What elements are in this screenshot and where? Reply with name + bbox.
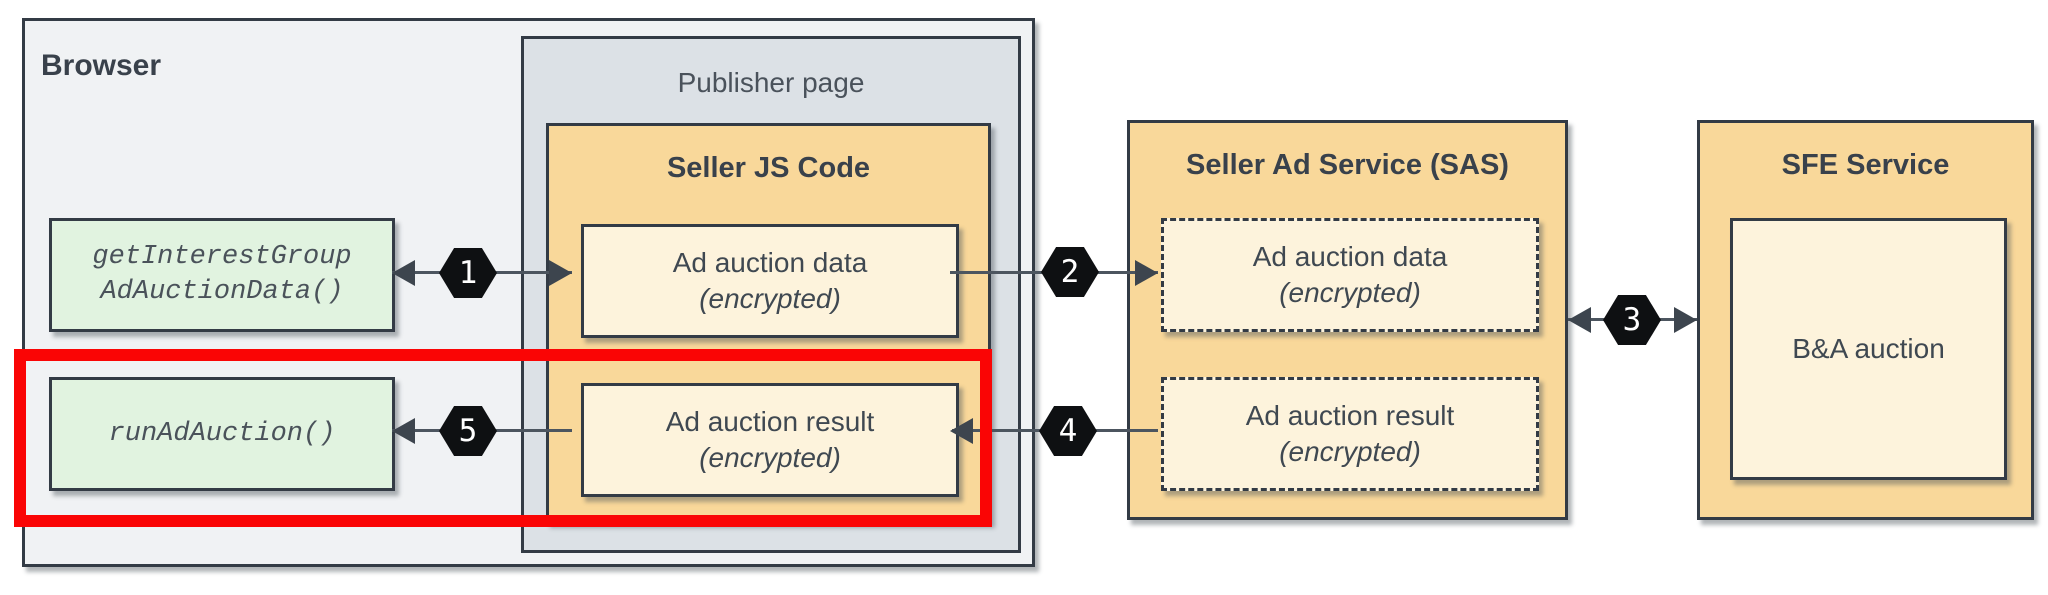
step-5-number: 5: [458, 413, 478, 449]
ba-auction-label: B&A auction: [1792, 333, 1945, 364]
get-interest-group-line1: getInterestGroup: [92, 242, 352, 272]
step-4-number: 4: [1058, 413, 1078, 449]
js-ad-auction-data-box: Ad auction data (encrypted): [581, 224, 959, 338]
sas-ad-auction-result-encrypted-label: (encrypted): [1279, 436, 1421, 467]
arrowhead-left-icon: [392, 418, 415, 444]
ba-auction-box: B&A auction: [1730, 218, 2007, 480]
sas-box: Seller Ad Service (SAS) Ad auction data …: [1127, 120, 1568, 520]
sas-ad-auction-data-encrypted-label: (encrypted): [1279, 277, 1421, 308]
sfe-title: SFE Service: [1781, 149, 1950, 181]
get-interest-group-line2: AdAuctionData(): [100, 277, 344, 307]
sas-ad-auction-result-box: Ad auction result (encrypted): [1161, 377, 1539, 491]
sfe-box: SFE Service B&A auction: [1697, 120, 2034, 520]
sas-ad-auction-data-box: Ad auction data (encrypted): [1161, 218, 1539, 332]
publisher-page-box: Publisher page Seller JS Code Ad auction…: [521, 36, 1021, 553]
highlight-red-rectangle: [14, 349, 992, 527]
js-ad-auction-result-label: Ad auction result: [665, 406, 875, 437]
run-ad-auction-box: runAdAuction(): [49, 377, 395, 491]
arrowhead-left-icon: [950, 418, 973, 444]
step-3-number: 3: [1622, 302, 1642, 338]
arrowhead-left-icon: [1568, 307, 1591, 333]
get-interest-group-ad-auction-data-box: getInterestGroup AdAuctionData(): [49, 218, 395, 332]
js-ad-auction-data-encrypted-label: (encrypted): [699, 283, 841, 314]
sas-ad-auction-result-label: Ad auction result: [1245, 400, 1455, 431]
run-ad-auction-label: runAdAuction(): [108, 418, 336, 449]
arrowhead-right-icon: [1674, 307, 1697, 333]
step-2-number: 2: [1060, 254, 1080, 290]
js-ad-auction-data-label: Ad auction data: [672, 247, 868, 278]
arrowhead-right-icon: [549, 260, 572, 286]
js-ad-auction-result-box: Ad auction result (encrypted): [581, 383, 959, 497]
sas-title: Seller Ad Service (SAS): [1186, 149, 1509, 181]
step-2-hexagon-badge: 2: [1041, 247, 1099, 297]
js-ad-auction-result-encrypted-label: (encrypted): [699, 442, 841, 473]
arrowhead-left-icon: [392, 260, 415, 286]
arrowhead-right-icon: [1135, 260, 1158, 286]
browser-title: Browser: [41, 49, 162, 82]
step-4-hexagon-badge: 4: [1039, 406, 1097, 456]
publisher-page-title: Publisher page: [677, 67, 865, 98]
step-3-hexagon-badge: 3: [1603, 295, 1661, 345]
seller-js-code-title: Seller JS Code: [666, 152, 871, 184]
step-1-number: 1: [458, 255, 478, 291]
sas-ad-auction-data-label: Ad auction data: [1252, 241, 1448, 272]
seller-js-code-box: Seller JS Code Ad auction data (encrypte…: [546, 123, 991, 523]
browser-box: Browser Publisher page Seller JS Code Ad…: [22, 18, 1035, 567]
